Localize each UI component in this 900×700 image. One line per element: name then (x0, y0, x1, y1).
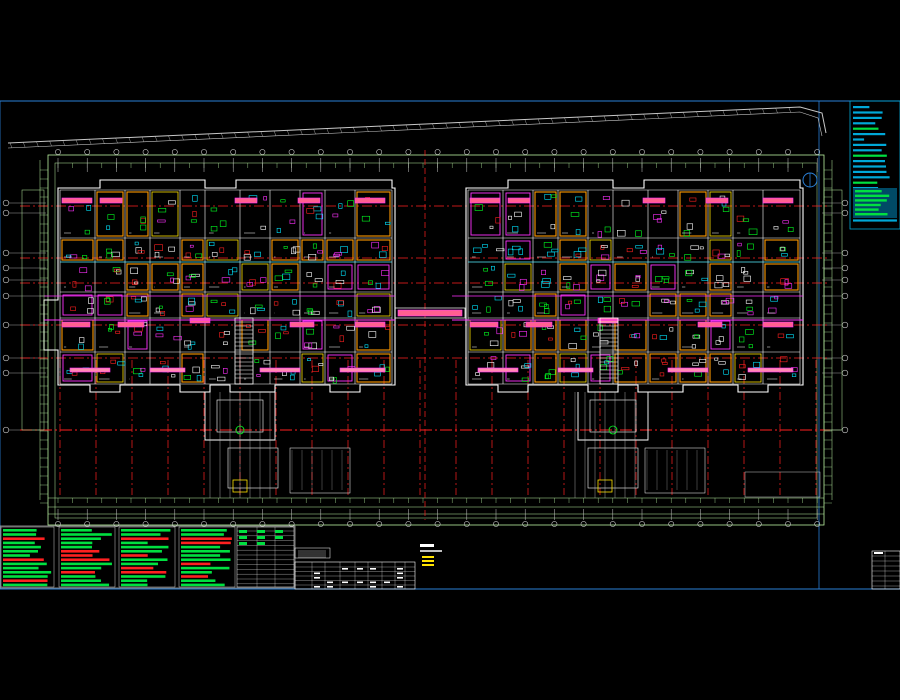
building-plan-right (452, 179, 821, 498)
green-legend-tables (0, 525, 296, 589)
north-arrow-icon (802, 172, 818, 188)
site-boundary (7, 106, 827, 149)
side-dimension-brackets (21, 189, 843, 431)
title-block (871, 550, 900, 590)
schedule-table (294, 547, 416, 590)
building-plan-left (43, 179, 396, 498)
notes-panel (849, 100, 900, 230)
connecting-corridor (394, 307, 466, 319)
legend-notes-small (420, 544, 442, 566)
sheet-frame (0, 100, 900, 590)
dimension-lines (39, 154, 833, 526)
